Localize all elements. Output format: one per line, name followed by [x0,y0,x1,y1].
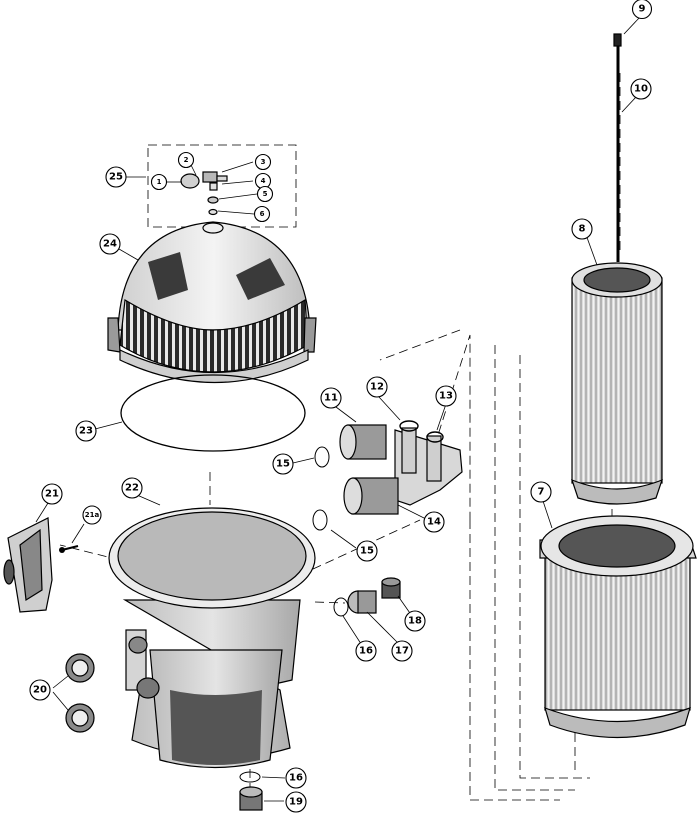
callout-14: 14 [423,511,445,533]
callout-21a: 21a [82,505,102,525]
svg-text:11: 11 [324,393,338,404]
adapter-o-ring-lower [312,509,328,531]
manifold-assembly [394,427,463,506]
svg-text:21: 21 [45,489,59,500]
svg-text:13: 13 [439,391,453,402]
callout-20: 20 [29,679,51,701]
filter-tank-body [108,507,316,769]
handle-screw [59,545,79,553]
svg-text:1: 1 [157,178,162,186]
callout-19: 19 [285,791,307,813]
assembly-lines [59,70,621,801]
svg-text:8: 8 [579,224,586,235]
drain-o-ring [239,771,261,783]
upper-adapter [339,424,387,460]
callout-8: 8 [571,218,593,240]
callout-22: 22 [121,477,143,499]
gauge-plug [381,577,401,599]
callout-1: 1 [150,173,168,191]
svg-text:12: 12 [370,382,384,393]
callout-2: 2 [177,151,195,169]
gauge-o-ring [333,597,349,617]
callout-9: 9 [631,0,653,20]
callout-3: 3 [254,153,272,171]
svg-text:10: 10 [634,84,648,95]
tank-handle [3,517,53,613]
callout-7: 7 [530,481,552,503]
callout-10: 10 [630,78,652,100]
svg-text:14: 14 [427,517,441,528]
callout-6: 6 [253,205,271,223]
lower-adapter [343,477,399,515]
union-nuts [65,653,95,733]
svg-text:16: 16 [289,773,303,784]
callout-4: 4 [254,172,272,190]
svg-text:19: 19 [289,797,303,808]
callout-17: 17 [391,640,413,662]
svg-text:2: 2 [184,156,189,164]
callout-11: 11 [320,387,342,409]
svg-text:6: 6 [260,210,265,218]
svg-text:15: 15 [360,546,374,557]
svg-text:23: 23 [79,426,93,437]
callout-23: 23 [75,420,97,442]
svg-text:5: 5 [263,190,268,198]
callout-13: 13 [435,385,457,407]
svg-text:15: 15 [276,459,290,470]
svg-text:25: 25 [109,172,123,183]
svg-text:7: 7 [538,487,545,498]
svg-text:3: 3 [261,158,266,166]
svg-text:20: 20 [33,685,47,696]
inner-cartridge-element [571,262,663,505]
svg-text:21a: 21a [85,511,100,519]
callout-16-drain: 16 [285,767,307,789]
rod-cap [613,33,622,47]
callout-24: 24 [99,233,121,255]
svg-text:22: 22 [125,483,139,494]
callout-18: 18 [404,610,426,632]
svg-text:16: 16 [359,646,373,657]
o-ring-right [426,431,444,443]
o-ring-upper [399,420,419,432]
drain-plug [239,786,263,811]
callout-21: 21 [41,483,63,505]
callout-12: 12 [366,376,388,398]
air-relief-valve-assembly [180,171,228,216]
callout-15-upper: 15 [272,453,294,475]
callout-25: 25 [105,166,127,188]
svg-text:9: 9 [639,4,646,15]
callout-15-lower: 15 [356,540,378,562]
svg-text:18: 18 [408,616,422,627]
leader-lines [35,16,641,802]
filter-dome-lid [107,221,317,384]
adapter-o-ring-upper [314,446,330,468]
lid-o-ring [120,374,306,452]
svg-text:24: 24 [103,239,117,250]
callout-5: 5 [256,185,274,203]
gauge-adapter [347,590,377,614]
callout-16-gauge: 16 [355,640,377,662]
svg-text:17: 17 [395,646,409,657]
outer-cartridge-element [539,515,697,739]
svg-text:4: 4 [261,177,266,185]
